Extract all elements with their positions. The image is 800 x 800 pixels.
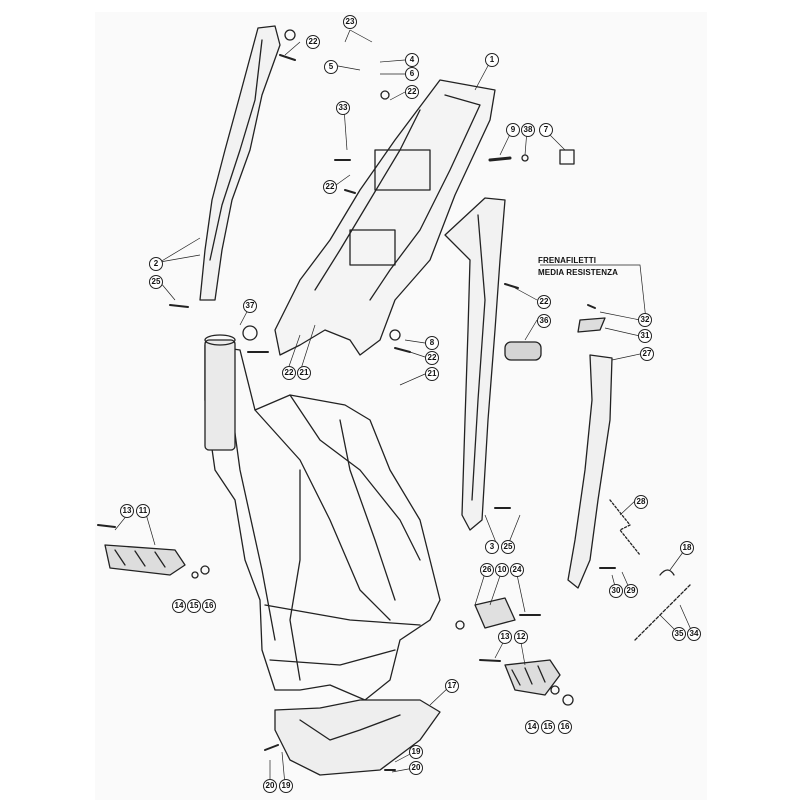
callout: 33	[336, 101, 350, 115]
callout: 1	[485, 53, 499, 67]
left-footpeg	[104, 544, 186, 576]
right-footpeg	[504, 659, 561, 696]
callout: 22	[282, 366, 296, 380]
callout: 21	[297, 366, 311, 380]
note-medium-strength: MEDIA RESISTENZA	[538, 268, 618, 277]
main-frame	[204, 344, 441, 701]
callout: 19	[279, 779, 293, 793]
callout: 16	[202, 599, 216, 613]
callout: 14	[172, 599, 186, 613]
callout: 7	[539, 123, 553, 137]
callout: 15	[541, 720, 555, 734]
callout: 19	[409, 745, 423, 759]
grab-handle	[504, 341, 542, 361]
steering-head	[204, 339, 236, 451]
bracket	[474, 597, 516, 629]
callout: 13	[120, 504, 134, 518]
callout: 23	[343, 15, 357, 29]
callout: 13	[498, 630, 512, 644]
callout: 34	[687, 627, 701, 641]
callout: 8	[425, 336, 439, 350]
callout: 25	[501, 540, 515, 554]
callout: 36	[537, 314, 551, 328]
callout: 29	[624, 584, 638, 598]
callout: 22	[425, 351, 439, 365]
rear-subframe	[274, 79, 496, 356]
callout: 12	[514, 630, 528, 644]
callout: 15	[187, 599, 201, 613]
left-subframe-rail	[199, 25, 281, 301]
callout: 5	[324, 60, 338, 74]
callout: 21	[425, 367, 439, 381]
callout: 25	[149, 275, 163, 289]
callout: 22	[537, 295, 551, 309]
callout: 2	[149, 257, 163, 271]
callout: 3	[485, 540, 499, 554]
callout: 28	[634, 495, 648, 509]
callout: 26	[480, 563, 494, 577]
callout: 14	[525, 720, 539, 734]
callout: 27	[640, 347, 654, 361]
callout: 32	[638, 313, 652, 327]
stand-spring	[609, 499, 641, 556]
callout: 11	[136, 504, 150, 518]
right-subframe-rail	[444, 197, 506, 531]
callout: 35	[672, 627, 686, 641]
callout: 38	[521, 123, 535, 137]
callout: 20	[263, 779, 277, 793]
callout: 20	[409, 761, 423, 775]
callout: 18	[680, 541, 694, 555]
callout: 24	[510, 563, 524, 577]
callout: 22	[306, 35, 320, 49]
skid-plate	[274, 699, 441, 776]
side-spring	[634, 584, 691, 641]
callout: 22	[323, 180, 337, 194]
callout: 9	[506, 123, 520, 137]
callout: 10	[495, 563, 509, 577]
callout: 22	[405, 85, 419, 99]
note-threadlocker: FRENAFILETTI	[538, 256, 597, 265]
callout: 30	[609, 584, 623, 598]
callout: 17	[445, 679, 459, 693]
callout: 16	[558, 720, 572, 734]
callout: 31	[638, 329, 652, 343]
callout: 6	[405, 67, 419, 81]
callout: 4	[405, 53, 419, 67]
side-stand	[567, 354, 613, 589]
callout: 37	[243, 299, 257, 313]
